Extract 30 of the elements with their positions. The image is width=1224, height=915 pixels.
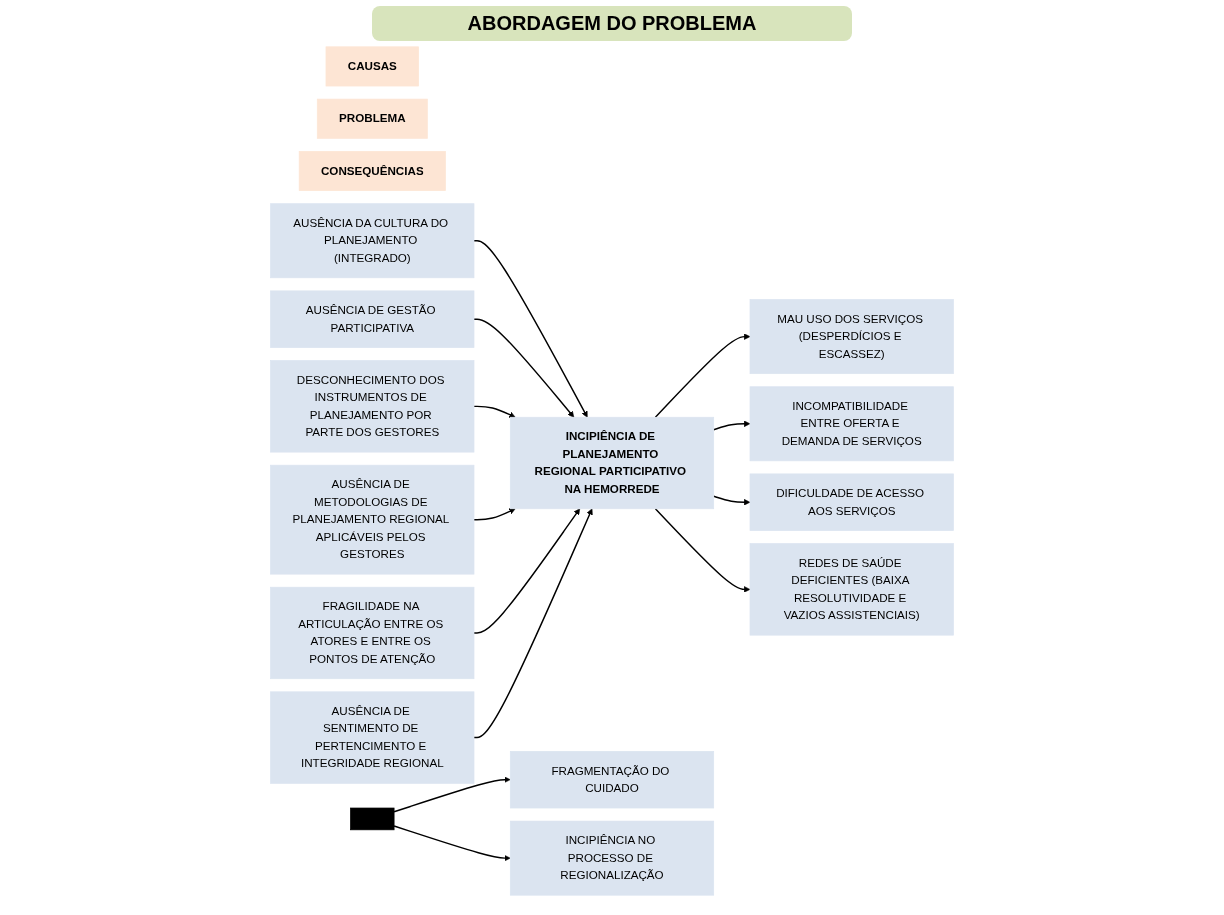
arrow (712, 420, 751, 431)
arrow (473, 318, 575, 418)
node-bar (350, 807, 395, 831)
node-box: FRAGMENTAÇÃO DO CUIDADO (509, 751, 715, 809)
node-box: REDES DE SAÚDE DEFICIENTES (BAIXA RESOLUTIVIDADE E VAZIOS ASSISTENCIAIS) (749, 543, 954, 636)
arrow (654, 508, 751, 593)
arrow (473, 508, 516, 521)
node-box: INCOMPATIBILIDADE ENTRE OFERTA E DEMANDA DE SERVIÇOS (749, 386, 954, 462)
node-box: CONSEQUÊNCIAS (298, 151, 446, 191)
node-box: AUSÊNCIA DE METODOLOGIAS DE PLANEJAMENTO REGIONAL APLICÁVEIS PELOS GESTORES (270, 464, 475, 575)
arrow (712, 495, 751, 506)
arrow (393, 776, 511, 813)
arrow (473, 508, 580, 634)
node-box: PROBLEMA (316, 98, 428, 139)
node-box: DIFICULDADE DE ACESSO AOS SERVIÇOS (749, 473, 954, 531)
node-box: AUSÊNCIA DA CULTURA DO PLANEJAMENTO (INTEGRADO) (270, 203, 475, 279)
arrow (393, 825, 511, 862)
node-box: AUSÊNCIA DE GESTÃO PARTICIPATIVA (270, 290, 475, 348)
node-box: DESCONHECIMENTO DOS INSTRUMENTOS DE PLANEJAMENTO POR PARTE DOS GESTORES (270, 360, 475, 453)
arrow (473, 508, 593, 739)
arrow (473, 240, 588, 418)
node-box: INCIPIÊNCIA DE PLANEJAMENTO REGIONAL PARTICIPATIVO NA HEMORREDE (509, 416, 715, 510)
node-box: INCIPIÊNCIA NO PROCESSO DE REGIONALIZAÇÃO (509, 820, 715, 896)
arrow (473, 405, 516, 418)
node-box: MAU USO DOS SERVIÇOS (DESPERDÍCIOS E ESCASSEZ) (749, 299, 954, 375)
node-box: CAUSAS (325, 46, 419, 87)
title-banner: ABORDAGEM DO PROBLEMA (372, 6, 852, 41)
node-box: AUSÊNCIA DE SENTIMENTO DE PERTENCIMENTO E INTEGRIDADE REGIONAL (270, 691, 475, 784)
arrow (654, 333, 751, 418)
node-box: FRAGILIDADE NA ARTICULAÇÃO ENTRE OS ATORES E ENTRE OS PONTOS DE ATENÇÃO (270, 586, 475, 680)
